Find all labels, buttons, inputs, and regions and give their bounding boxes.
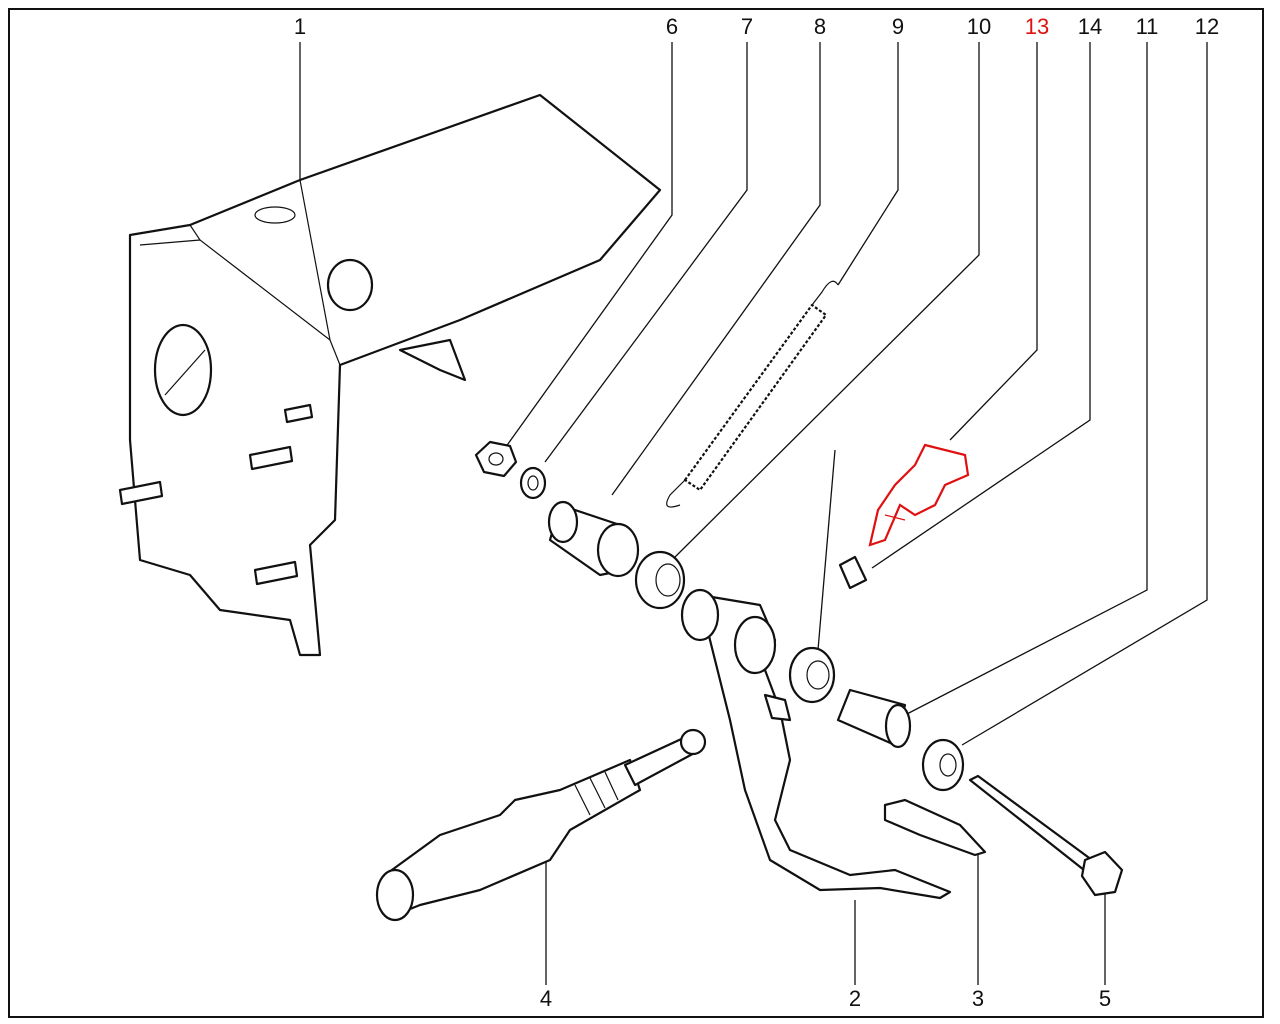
label-8: 8	[814, 14, 826, 39]
label-6: 6	[666, 14, 678, 39]
label-11: 11	[1136, 14, 1159, 39]
label-14: 14	[1078, 14, 1102, 39]
axle-sleeve-part-8	[547, 500, 640, 578]
nut-part-6	[474, 440, 518, 478]
label-7: 7	[741, 14, 753, 39]
label-9: 9	[892, 14, 904, 39]
diagram-frame	[8, 8, 1264, 1018]
bushing-part-7	[519, 466, 547, 500]
label-10: 10	[967, 14, 991, 39]
label-2: 2	[849, 986, 861, 1011]
bolt-part-5	[968, 774, 1124, 897]
label-3: 3	[972, 986, 984, 1011]
label-5: 5	[1099, 986, 1111, 1011]
master-cylinder-part-4	[375, 728, 707, 922]
bushing-part-14	[838, 555, 868, 590]
pedal-switch-part-13	[868, 443, 970, 547]
leader-lines	[299, 42, 1208, 985]
label-13: 13	[1025, 14, 1049, 39]
pedal-bracket-part-1	[118, 93, 662, 657]
sleeve-part-11	[836, 688, 912, 749]
return-spring-part-9	[666, 280, 839, 508]
washer-part-12	[921, 738, 965, 792]
label-12: 12	[1195, 14, 1219, 39]
pedal-pad-part-3	[883, 798, 987, 857]
bushing-part-10	[634, 550, 836, 704]
label-4: 4	[540, 986, 552, 1011]
clutch-pedal-part-2	[680, 588, 952, 900]
label-1: 1	[294, 14, 306, 39]
